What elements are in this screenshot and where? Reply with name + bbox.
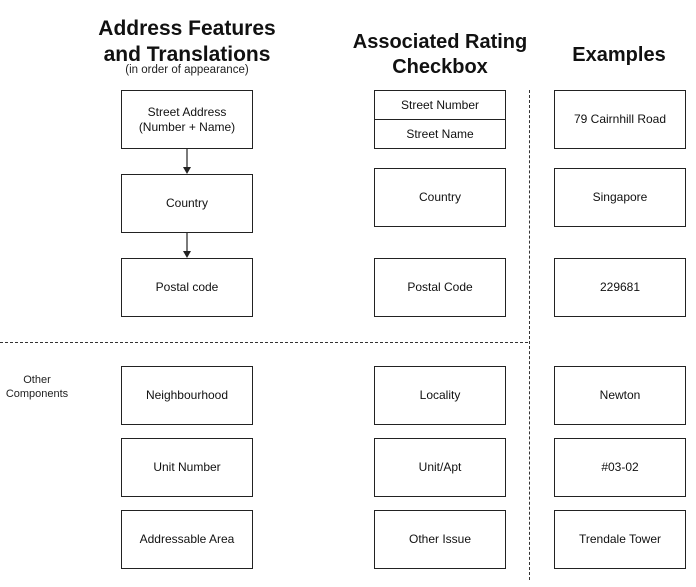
feature-neighbourhood-label: Neighbourhood: [145, 388, 229, 402]
feature-postal-code: Postal code: [121, 258, 253, 317]
rating-street-name: Street Name: [374, 119, 506, 149]
example-country-label: Singapore: [592, 190, 648, 204]
example-area: Trendale Tower: [554, 510, 686, 569]
rating-unit-apt: Unit/Apt: [374, 438, 506, 497]
example-unit-label: #03-02: [601, 460, 639, 474]
rating-country-label: Country: [418, 190, 462, 204]
example-street-label: 79 Cairnhill Road: [573, 112, 667, 126]
feature-postal-code-label: Postal code: [155, 280, 219, 294]
example-country: Singapore: [554, 168, 686, 227]
rating-locality: Locality: [374, 366, 506, 425]
horizontal-divider: [0, 342, 528, 343]
example-neighbourhood-label: Newton: [599, 388, 641, 402]
feature-addressable-area: Addressable Area: [121, 510, 253, 569]
rating-unit-apt-label: Unit/Apt: [418, 460, 462, 474]
rating-street-number-label: Street Number: [400, 97, 480, 112]
example-street: 79 Cairnhill Road: [554, 90, 686, 149]
examples-header-text: Examples: [572, 44, 666, 66]
examples-header: Examples: [551, 43, 687, 68]
vertical-divider: [529, 90, 530, 580]
example-postal: 229681: [554, 258, 686, 317]
arrow-country-to-postal: [183, 233, 191, 258]
other-components-label: Other Components: [0, 373, 74, 401]
other-components-line2: Components: [5, 388, 69, 400]
example-postal-label: 229681: [599, 280, 641, 294]
rating-other-issue: Other Issue: [374, 510, 506, 569]
example-unit: #03-02: [554, 438, 686, 497]
rating-postal-code-label: Postal Code: [407, 280, 473, 294]
features-header: Address Features and Translations: [76, 16, 298, 68]
rating-header-line2: Checkbox: [392, 56, 488, 78]
example-area-label: Trendale Tower: [578, 532, 662, 546]
other-components-line1: Other: [23, 374, 51, 386]
feature-street-address-line1: Street Address: [147, 104, 227, 119]
rating-postal-code: Postal Code: [374, 258, 506, 317]
rating-country: Country: [374, 168, 506, 227]
feature-country: Country: [121, 174, 253, 233]
feature-neighbourhood: Neighbourhood: [121, 366, 253, 425]
rating-header-line1: Associated Rating: [352, 31, 528, 53]
rating-locality-label: Locality: [419, 388, 461, 402]
feature-unit-number-label: Unit Number: [153, 460, 221, 474]
features-header-line2: and Translations: [103, 43, 271, 66]
features-header-line1: Address Features: [98, 17, 276, 40]
rating-street-name-label: Street Name: [406, 126, 474, 141]
feature-unit-number: Unit Number: [121, 438, 253, 497]
arrow-street-to-country: [183, 149, 191, 174]
example-neighbourhood: Newton: [554, 366, 686, 425]
feature-country-label: Country: [165, 196, 209, 210]
rating-other-issue-label: Other Issue: [408, 532, 472, 546]
feature-addressable-area-label: Addressable Area: [139, 532, 235, 546]
rating-header: Associated Rating Checkbox: [335, 30, 545, 80]
rating-street-number: Street Number: [374, 90, 506, 120]
feature-street-address-line2: (Number + Name): [138, 119, 236, 134]
features-subheader: (in order of appearance): [125, 64, 249, 76]
feature-street-address: Street Address (Number + Name): [121, 90, 253, 149]
